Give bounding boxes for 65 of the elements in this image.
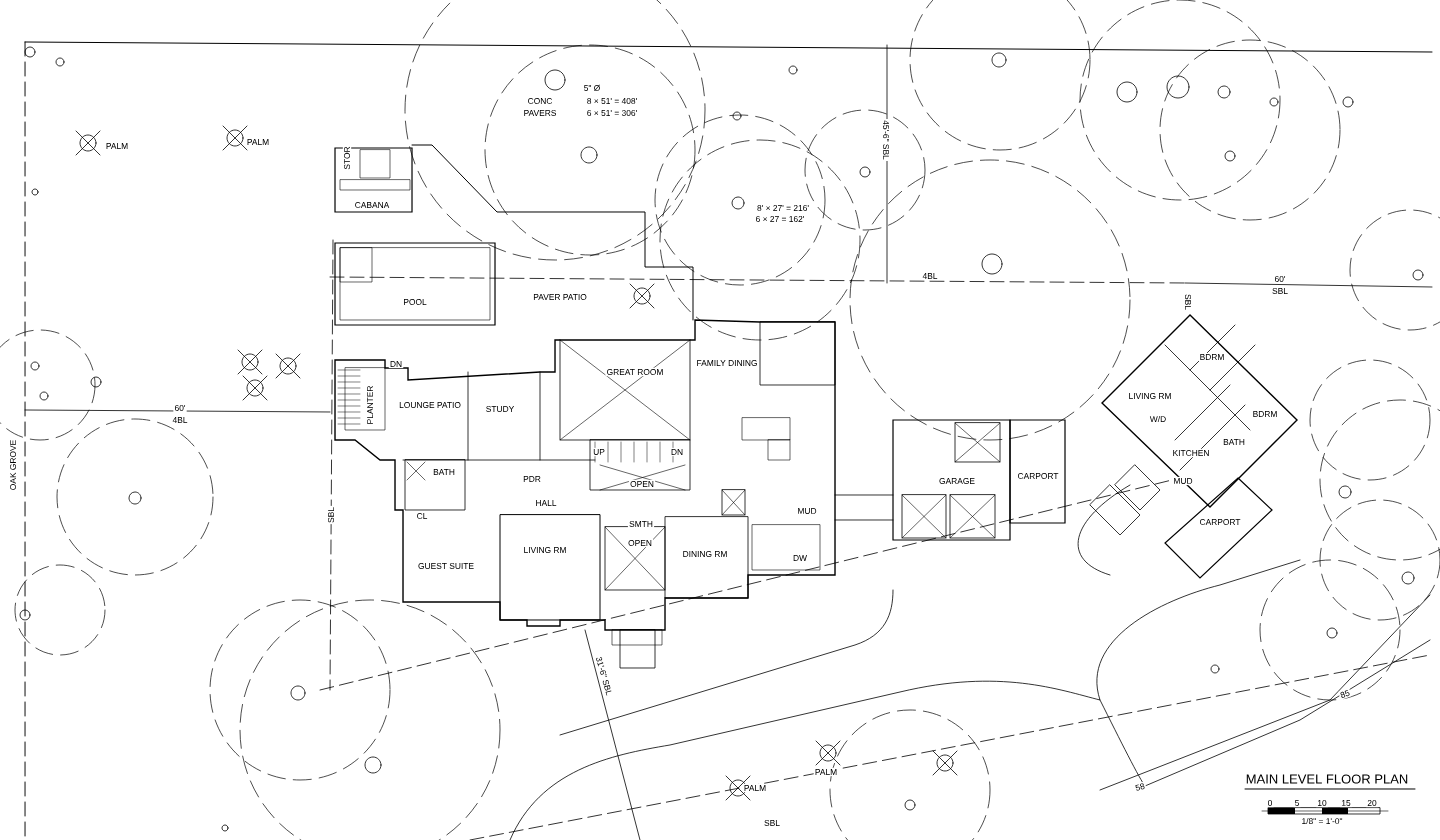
plan-label: W/D bbox=[1148, 414, 1168, 424]
plan-label: 6 × 27 = 162' bbox=[754, 214, 806, 224]
plan-label: 58 bbox=[1133, 781, 1147, 793]
plan-label: 1/8" = 1'-0" bbox=[1300, 816, 1344, 826]
plan-label: CARPORT bbox=[1016, 471, 1060, 481]
plan-label: 60' bbox=[1273, 274, 1287, 284]
plan-label: MUD bbox=[796, 506, 818, 516]
plan-label: LIVING RM bbox=[1127, 391, 1173, 401]
plan-label: SMTH bbox=[627, 519, 655, 529]
plan-label: 10 bbox=[1316, 798, 1328, 808]
plan-label: 85 bbox=[1338, 688, 1352, 700]
plan-label: PLANTER bbox=[365, 384, 375, 426]
plan-label: 4BL bbox=[921, 271, 939, 281]
plan-label: PALM bbox=[742, 783, 768, 793]
plan-label: GREAT ROOM bbox=[605, 367, 665, 377]
plan-label: 0 bbox=[1266, 798, 1274, 808]
plan-label: OPEN bbox=[628, 479, 656, 489]
plan-label: UP bbox=[591, 447, 607, 457]
plan-title: MAIN LEVEL FLOOR PLAN bbox=[1244, 774, 1416, 790]
plan-label: 8 × 51' = 408' bbox=[585, 96, 639, 106]
plan-label: BATH bbox=[431, 467, 457, 477]
plan-label: 6 × 51' = 306' bbox=[585, 108, 639, 118]
plan-label: CARPORT bbox=[1198, 517, 1242, 527]
plan-label: DW bbox=[791, 553, 809, 563]
plan-label: DINING RM bbox=[681, 549, 729, 559]
plan-label: CONC bbox=[526, 96, 554, 106]
plan-label: HALL bbox=[534, 498, 558, 508]
plan-label: SBL bbox=[1183, 292, 1193, 312]
plan-label: STUDY bbox=[484, 404, 516, 414]
plan-label: PALM bbox=[104, 141, 130, 151]
plan-label: MUD bbox=[1172, 476, 1194, 486]
plan-label: 31'-6" SBL bbox=[594, 654, 614, 698]
plan-label: POOL bbox=[402, 297, 428, 307]
plan-label: SBL bbox=[762, 818, 782, 828]
plan-label: BATH bbox=[1221, 437, 1247, 447]
plan-label: PAVERS bbox=[522, 108, 558, 118]
plan-label: BDRM bbox=[1198, 352, 1226, 362]
plan-label: GUEST SUITE bbox=[416, 561, 476, 571]
plan-label: DN bbox=[388, 359, 404, 369]
plan-label: LIVING RM bbox=[522, 545, 568, 555]
plan-label: PALM bbox=[245, 137, 271, 147]
plan-label: DN bbox=[669, 447, 685, 457]
plan-label: OPEN bbox=[626, 538, 654, 548]
plan-label: 20 bbox=[1366, 798, 1378, 808]
plan-label: LOUNGE PATIO bbox=[397, 400, 463, 410]
plan-label: KITCHEN bbox=[1171, 448, 1211, 458]
plan-label: OAK GROVE bbox=[8, 438, 18, 492]
plan-label: STOR bbox=[342, 145, 352, 171]
plan-label: SBL bbox=[1270, 286, 1290, 296]
plan-label: BDRM bbox=[1251, 409, 1279, 419]
plan-label: CABANA bbox=[353, 200, 391, 210]
plan-label: FAMILY DINING bbox=[695, 358, 759, 368]
plan-label: 45'-6" SBL bbox=[881, 119, 891, 161]
plan-label: 15 bbox=[1340, 798, 1352, 808]
plan-label: 5" Ø bbox=[582, 83, 602, 93]
plan-label: PDR bbox=[521, 474, 543, 484]
plan-label: PAVER PATIO bbox=[532, 292, 588, 302]
plan-label: SBL bbox=[326, 505, 336, 525]
plan-label: CL bbox=[415, 511, 429, 521]
plan-label: 4BL bbox=[171, 415, 189, 425]
plan-label: PALM bbox=[813, 767, 839, 777]
plan-label: GARAGE bbox=[937, 476, 977, 486]
plan-label: 60' bbox=[173, 403, 187, 413]
plan-label: 5 bbox=[1293, 798, 1301, 808]
plan-label: 8' × 27' = 216' bbox=[755, 203, 811, 213]
